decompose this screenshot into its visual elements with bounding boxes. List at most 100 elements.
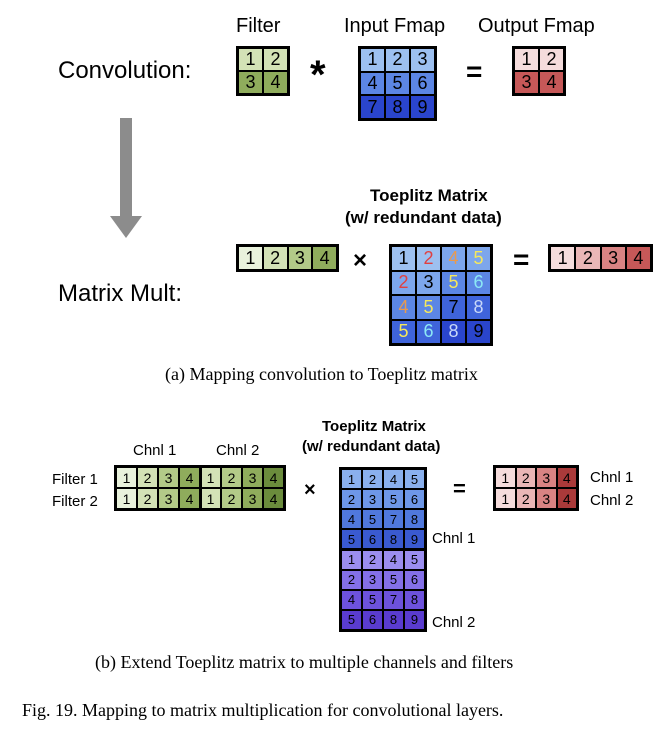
caption-b: (b) Extend Toeplitz matrix to multiple c… [95, 652, 514, 672]
matrix-cell: 7 [441, 295, 466, 320]
matrix-cell: 3 [242, 467, 263, 488]
matrix-cell: 2 [391, 270, 416, 295]
matrix-cell: 8 [404, 589, 425, 610]
matrix-cell: 4 [441, 246, 466, 271]
matrix-cell: 3 [362, 569, 383, 590]
matrix-cell: 4 [341, 509, 362, 530]
matrix-cell: 2 [385, 48, 410, 72]
matrix-cell: 2 [262, 246, 288, 270]
matrix-cell: 6 [404, 569, 425, 590]
matrix-cell: 4 [360, 71, 385, 96]
multiply-operator-a: × [353, 247, 368, 274]
matrix-cell: 2 [515, 488, 536, 509]
matrix-cell: 3 [536, 488, 557, 509]
filter-header: Filter [236, 15, 281, 37]
matrix-cell: 3 [514, 71, 539, 94]
matrix-cell: 2 [341, 489, 362, 510]
matrix-cell: 5 [404, 469, 425, 490]
filter1-label: Filter 1 [52, 471, 98, 488]
matrix-cell: 1 [360, 48, 385, 72]
multiply-operator-b: × [304, 479, 316, 501]
matrix-cell: 6 [404, 489, 425, 510]
matrix-cell: 8 [441, 319, 466, 344]
matrix-cell: 4 [539, 71, 564, 94]
matrix-cell: 4 [391, 295, 416, 320]
matrix-cell: 8 [466, 295, 491, 320]
matrix-mult-row-label: Matrix Mult: [58, 280, 183, 307]
matrix-cell: 4 [263, 488, 284, 509]
filter2-label: Filter 2 [52, 493, 98, 510]
matrix-cell: 3 [600, 246, 626, 270]
matrix-cell: 4 [625, 246, 651, 270]
matrix-cell: 2 [263, 48, 288, 71]
equals-operator-conv: = [466, 56, 483, 87]
matrix-cell: 1 [238, 246, 263, 270]
matrix-cell: 1 [495, 467, 516, 488]
matrix-cell: 3 [238, 71, 263, 94]
matrix-cell: 5 [341, 609, 362, 630]
matrix-cell: 5 [385, 71, 410, 96]
toeplitz-chnl2-label: Chnl 2 [432, 614, 476, 631]
matrix-cell: 2 [515, 467, 536, 488]
matrix-cell: 4 [556, 488, 577, 509]
convolution-row-label: Convolution: [58, 57, 192, 84]
filter-chnl1-label: Chnl 1 [133, 442, 177, 459]
convolution-operator: * [310, 53, 326, 97]
matrix-cell: 5 [441, 270, 466, 295]
matrix-cell: 5 [404, 549, 425, 570]
filter-chnl2-label: Chnl 2 [216, 442, 260, 459]
output-fmap-header: Output Fmap [478, 15, 595, 37]
matrix-cell: 2 [221, 467, 242, 488]
matrix-cell: 3 [158, 488, 179, 509]
matrix-cell: 7 [383, 589, 404, 610]
matrix-cell: 4 [263, 71, 288, 94]
matrix-cell: 5 [383, 489, 404, 510]
matrix-cell: 1 [116, 488, 137, 509]
matrix-cell: 2 [575, 246, 601, 270]
figure-caption: Fig. 19. Mapping to matrix multiplicatio… [22, 700, 504, 720]
matrix-cell: 3 [287, 246, 313, 270]
matrix-cell: 2 [221, 488, 242, 509]
input-fmap-header: Input Fmap [344, 15, 446, 37]
matrix-cell: 6 [362, 609, 383, 630]
equals-operator-matmul: = [513, 244, 530, 275]
matrix-cell: 1 [514, 48, 539, 71]
matrix-cell: 2 [362, 549, 383, 570]
matrix-cell: 4 [179, 467, 200, 488]
matrix-cell: 7 [360, 95, 385, 119]
matrix-cell: 3 [410, 48, 435, 72]
output-chnl1-label: Chnl 1 [590, 469, 634, 486]
matrix-cell: 3 [416, 270, 441, 295]
matrix-cell: 5 [416, 295, 441, 320]
matrix-cell: 9 [466, 319, 491, 344]
matrix-cell: 2 [416, 246, 441, 271]
matrix-cell: 8 [385, 95, 410, 119]
matrix-cell: 3 [536, 467, 557, 488]
matrix-cell: 2 [137, 488, 158, 509]
matrix-cell: 4 [383, 549, 404, 570]
matrix-cell: 5 [362, 589, 383, 610]
matrix-cell: 9 [410, 95, 435, 119]
caption-a: (a) Mapping convolution to Toeplitz matr… [165, 364, 478, 384]
matrix-cell: 5 [341, 529, 362, 550]
matrix-cell: 2 [362, 469, 383, 490]
matrix-cell: 4 [179, 488, 200, 509]
equals-operator-b: = [453, 476, 466, 501]
matrix-cell: 4 [383, 469, 404, 490]
matrix-cell: 5 [383, 569, 404, 590]
matrix-cell: 3 [362, 489, 383, 510]
matrix-cell: 5 [391, 319, 416, 344]
toeplitz-title-a: Toeplitz Matrix [370, 186, 488, 205]
matrix-cell: 1 [116, 467, 137, 488]
matrix-cell: 1 [495, 488, 516, 509]
matrix-cell: 8 [383, 529, 404, 550]
matrix-cell: 1 [391, 246, 416, 271]
matrix-cell: 5 [466, 246, 491, 271]
